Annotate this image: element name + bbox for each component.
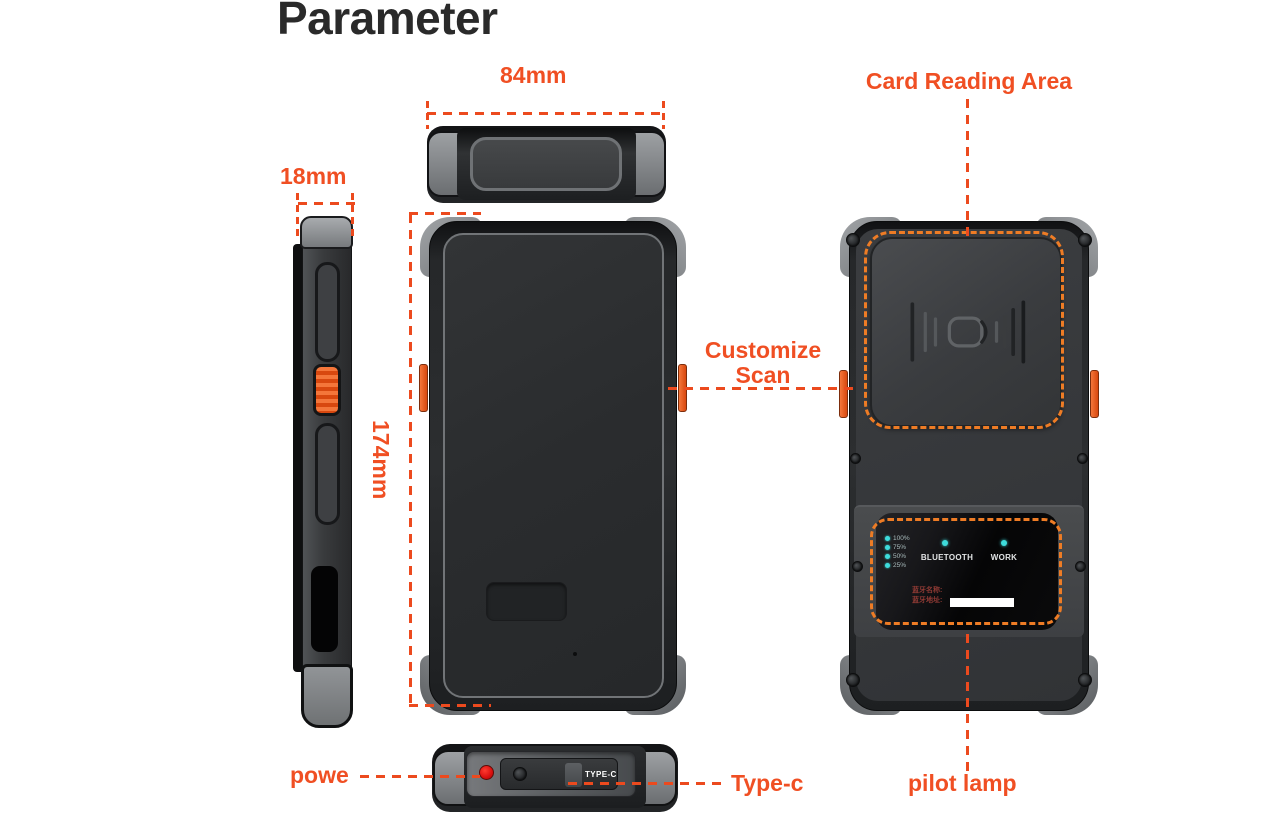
screw-icon	[846, 673, 860, 687]
back-view: 100% 75% 50% 25% BLUETOOTH WORK 蓝牙名	[839, 217, 1099, 715]
dimension-thickness-tick-right	[351, 193, 354, 241]
screw-icon	[1075, 561, 1086, 572]
led-dot-icon	[885, 536, 890, 541]
microphone-hole	[573, 652, 577, 656]
pilot-lamp-leader	[966, 634, 969, 772]
dimension-height-tick-top	[409, 212, 481, 215]
side-lower-button	[315, 423, 340, 525]
customize-scan-line2: Scan	[735, 362, 791, 388]
customize-scan-label: Customize Scan	[683, 338, 843, 388]
battery-row: 100%	[885, 534, 910, 543]
bluetooth-name-field-label: 蓝牙名称:	[912, 587, 943, 594]
type-c-leader	[568, 782, 728, 785]
type-c-port-cover: TYPE-C	[500, 758, 618, 790]
battery-row: 75%	[885, 543, 910, 552]
screw-icon	[1077, 453, 1088, 464]
work-indicator-label: WORK	[990, 553, 1018, 562]
work-led-icon	[1001, 540, 1007, 546]
dimension-width-line	[427, 112, 665, 115]
power-button	[479, 765, 494, 780]
screw-icon	[1078, 673, 1092, 687]
battery-level-legend: 100% 75% 50% 25%	[885, 534, 910, 570]
dimension-thickness-label: 18mm	[280, 163, 347, 189]
led-dot-icon	[885, 554, 890, 559]
front-lower-recess	[486, 582, 567, 621]
power-leader	[360, 775, 480, 778]
back-right-scan-button	[1090, 370, 1099, 418]
led-dot-icon	[885, 545, 890, 550]
dimension-height-label: 174mm	[368, 420, 394, 500]
indicator-panel: 100% 75% 50% 25% BLUETOOTH WORK 蓝牙名	[876, 513, 1058, 630]
card-reading-area-label: Card Reading Area	[865, 68, 1073, 94]
nfc-icon	[910, 300, 1026, 364]
side-strap-slot	[311, 566, 338, 652]
type-c-port-print: TYPE-C	[585, 770, 617, 779]
front-left-scan-button	[419, 364, 428, 412]
power-label: powe	[290, 762, 349, 788]
dimension-height-line	[409, 214, 412, 708]
front-screen	[443, 233, 664, 698]
battery-level-label: 25%	[893, 562, 907, 569]
type-c-label: Type-c	[731, 770, 804, 796]
bottom-view: TYPE-C	[430, 742, 680, 816]
battery-level-label: 100%	[893, 535, 910, 542]
dimension-width-label: 84mm	[500, 62, 567, 88]
side-view	[293, 216, 363, 732]
screw-icon	[852, 561, 863, 572]
pilot-lamp-label: pilot lamp	[908, 770, 1017, 796]
back-left-scan-button	[839, 370, 848, 418]
led-dot-icon	[885, 563, 890, 568]
screw-icon	[513, 767, 527, 781]
dimension-width-tick-right	[662, 101, 665, 129]
battery-row: 25%	[885, 561, 910, 570]
card-reading-area	[870, 237, 1062, 427]
front-view	[419, 217, 687, 715]
bluetooth-indicator-label: BLUETOOTH	[920, 553, 974, 562]
battery-row: 50%	[885, 552, 910, 561]
dimension-thickness-line	[298, 202, 356, 205]
screw-icon	[850, 453, 861, 464]
card-reading-area-dashed-outline	[864, 231, 1064, 429]
write-in-blank-bar	[950, 598, 1014, 607]
battery-level-label: 50%	[893, 553, 907, 560]
bluetooth-address-field-label: 蓝牙地址:	[912, 597, 943, 604]
page-title: Parameter	[277, 0, 498, 44]
side-scan-trigger-button	[313, 364, 341, 416]
bluetooth-led-icon	[942, 540, 948, 546]
side-volume-button	[315, 262, 340, 362]
indicator-panel-dashed-outline	[870, 518, 1062, 625]
dimension-thickness-tick-left	[296, 193, 299, 241]
dimension-height-tick-bottom	[409, 704, 491, 707]
screw-icon	[846, 233, 860, 247]
screw-icon	[1078, 233, 1092, 247]
port-cover-tab	[565, 763, 582, 787]
top-view	[425, 123, 668, 205]
card-reading-area-leader	[966, 99, 969, 237]
battery-level-label: 75%	[893, 544, 907, 551]
customize-scan-leader	[668, 387, 856, 390]
scan-window	[470, 137, 622, 191]
dimension-width-tick-left	[426, 101, 429, 129]
side-view-bottom-bumper	[301, 664, 353, 728]
customize-scan-line1: Customize	[704, 337, 822, 363]
side-view-top-bumper	[300, 216, 353, 249]
